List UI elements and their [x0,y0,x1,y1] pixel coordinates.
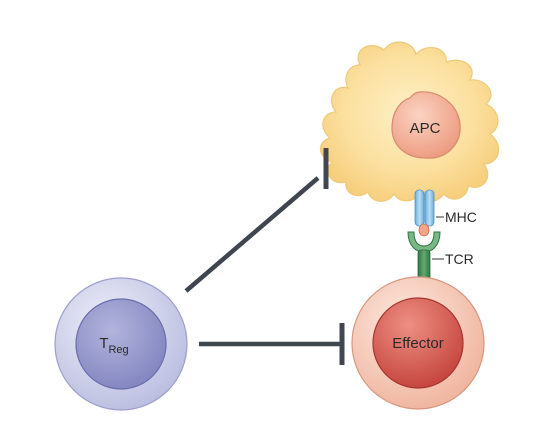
inhibition-to-effector [199,323,345,365]
inhibition-to-apc [184,148,329,293]
tcr-cup [407,231,441,253]
tcr-molecule: TCR [407,231,474,289]
treg-nucleus [75,298,167,390]
mhc-chain-left [414,189,425,227]
peptide-antigen [418,223,430,237]
effector-label: Effector [392,335,443,352]
treg-label: TReg [99,335,128,356]
effector-cell: Effector [351,276,485,410]
treg-label-main: T [99,335,108,352]
treg-cell: TReg [54,277,188,411]
treg-label-sub: Reg [108,344,128,356]
apc-label: APC [410,120,441,137]
mhc-molecule: MHC [414,189,477,237]
effector-nucleus [372,297,464,389]
mhc-label: MHC [445,209,477,225]
mhc-chain-right [424,189,435,227]
inhibition-line-apc [184,176,320,293]
apc-cell: APC [319,41,500,203]
tcr-label: TCR [445,251,474,267]
apc-nucleus [391,91,461,159]
